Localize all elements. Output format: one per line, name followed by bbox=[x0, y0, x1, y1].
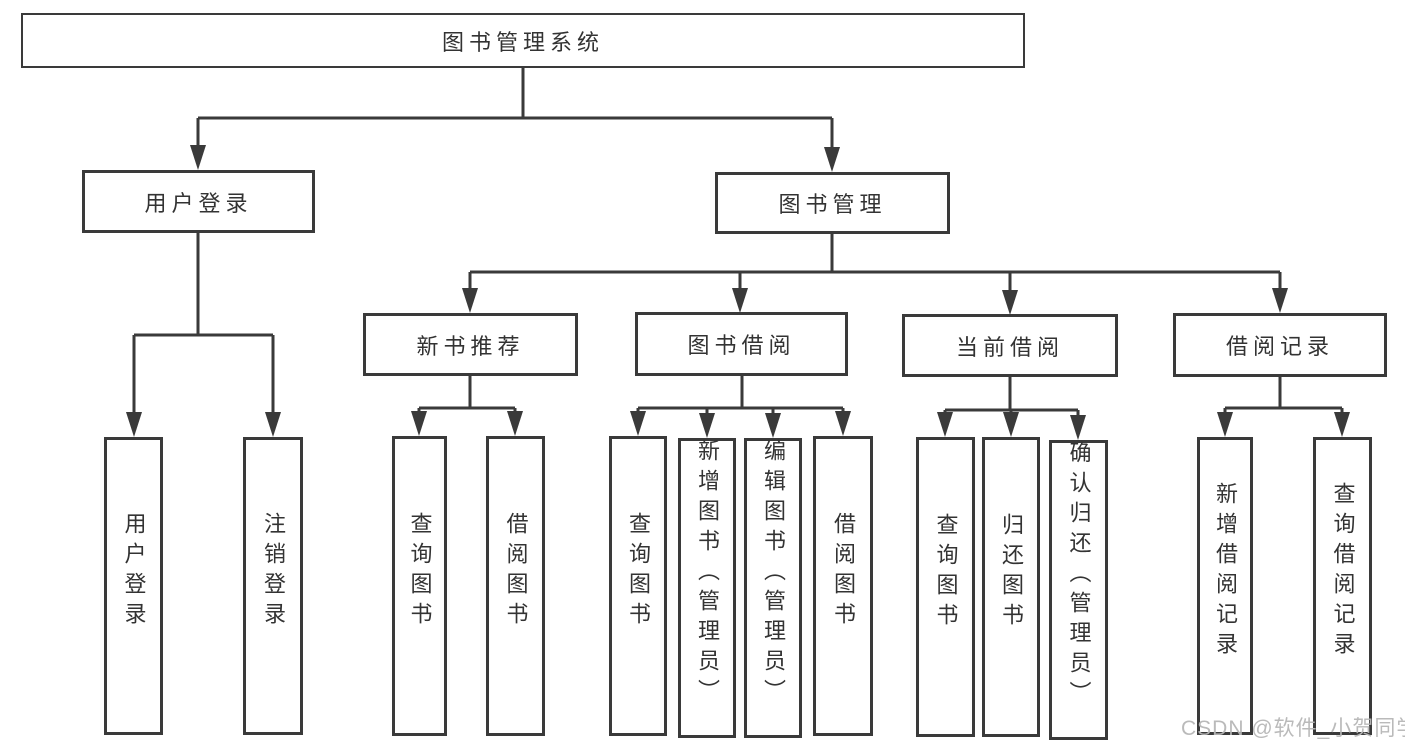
node-borrowing-records-label: 借阅记录 bbox=[1225, 334, 1334, 359]
leaf-query-books-current: 查询图书 bbox=[916, 437, 975, 737]
leaf-query-books-recommend: 查询图书 bbox=[392, 436, 447, 736]
leaf-query-books-current-label: 查询图书 bbox=[933, 513, 959, 633]
node-current-borrowing-label: 当前借阅 bbox=[955, 334, 1064, 360]
leaf-borrow-books-borrowing-label: 借阅图书 bbox=[831, 512, 856, 632]
leaf-edit-book-admin: 编辑图书（管理员） bbox=[744, 438, 802, 738]
leaf-query-books-borrowing-label: 查询图书 bbox=[626, 512, 651, 632]
leaf-add-borrow-record-label: 新增借阅记录 bbox=[1213, 482, 1238, 662]
node-user-login-label: 用户登录 bbox=[144, 190, 253, 216]
node-library-system-label: 图书管理系统 bbox=[441, 29, 604, 55]
node-library-system: 图书管理系统 bbox=[21, 13, 1025, 68]
leaf-borrow-books-borrowing: 借阅图书 bbox=[813, 436, 873, 736]
leaf-user-login-label: 用户登录 bbox=[121, 512, 147, 632]
leaf-confirm-return-admin-label: 确认归还（管理员） bbox=[1066, 441, 1092, 711]
elbow-connectors bbox=[132, 68, 1344, 418]
csdn-watermark: CSDN @软件_小贺同学 bbox=[1181, 717, 1405, 740]
leaf-borrow-books-recommend-label: 借阅图书 bbox=[503, 512, 529, 632]
leaf-query-books-borrowing: 查询图书 bbox=[609, 436, 667, 736]
leaf-add-borrow-record: 新增借阅记录 bbox=[1197, 437, 1253, 735]
leaf-logout-label: 注销登录 bbox=[261, 512, 286, 632]
node-new-book-recommend-label: 新书推荐 bbox=[416, 333, 525, 359]
node-book-management: 图书管理 bbox=[715, 172, 950, 234]
leaf-return-book-label: 归还图书 bbox=[999, 513, 1024, 633]
node-borrowing-records: 借阅记录 bbox=[1173, 313, 1387, 377]
leaf-query-borrow-record-label: 查询借阅记录 bbox=[1330, 482, 1356, 662]
leaf-edit-book-admin-label: 编辑图书（管理员） bbox=[761, 439, 786, 709]
leaf-add-book-admin-label: 新增图书（管理员） bbox=[695, 439, 720, 709]
leaf-user-login: 用户登录 bbox=[104, 437, 163, 735]
leaf-query-books-recommend-label: 查询图书 bbox=[407, 512, 433, 632]
leaf-query-borrow-record: 查询借阅记录 bbox=[1313, 437, 1372, 735]
node-book-management-label: 图书管理 bbox=[778, 192, 887, 217]
node-book-borrowing-label: 图书借阅 bbox=[687, 333, 796, 358]
node-current-borrowing: 当前借阅 bbox=[902, 314, 1118, 377]
node-new-book-recommend: 新书推荐 bbox=[363, 313, 578, 376]
leaf-return-book: 归还图书 bbox=[982, 437, 1040, 737]
leaf-borrow-books-recommend: 借阅图书 bbox=[486, 436, 545, 736]
leaf-logout: 注销登录 bbox=[243, 437, 303, 735]
node-book-borrowing: 图书借阅 bbox=[635, 312, 848, 376]
node-user-login: 用户登录 bbox=[82, 170, 315, 233]
leaf-add-book-admin: 新增图书（管理员） bbox=[678, 438, 736, 738]
arrowheads bbox=[126, 145, 1350, 440]
leaf-confirm-return-admin: 确认归还（管理员） bbox=[1049, 440, 1108, 740]
